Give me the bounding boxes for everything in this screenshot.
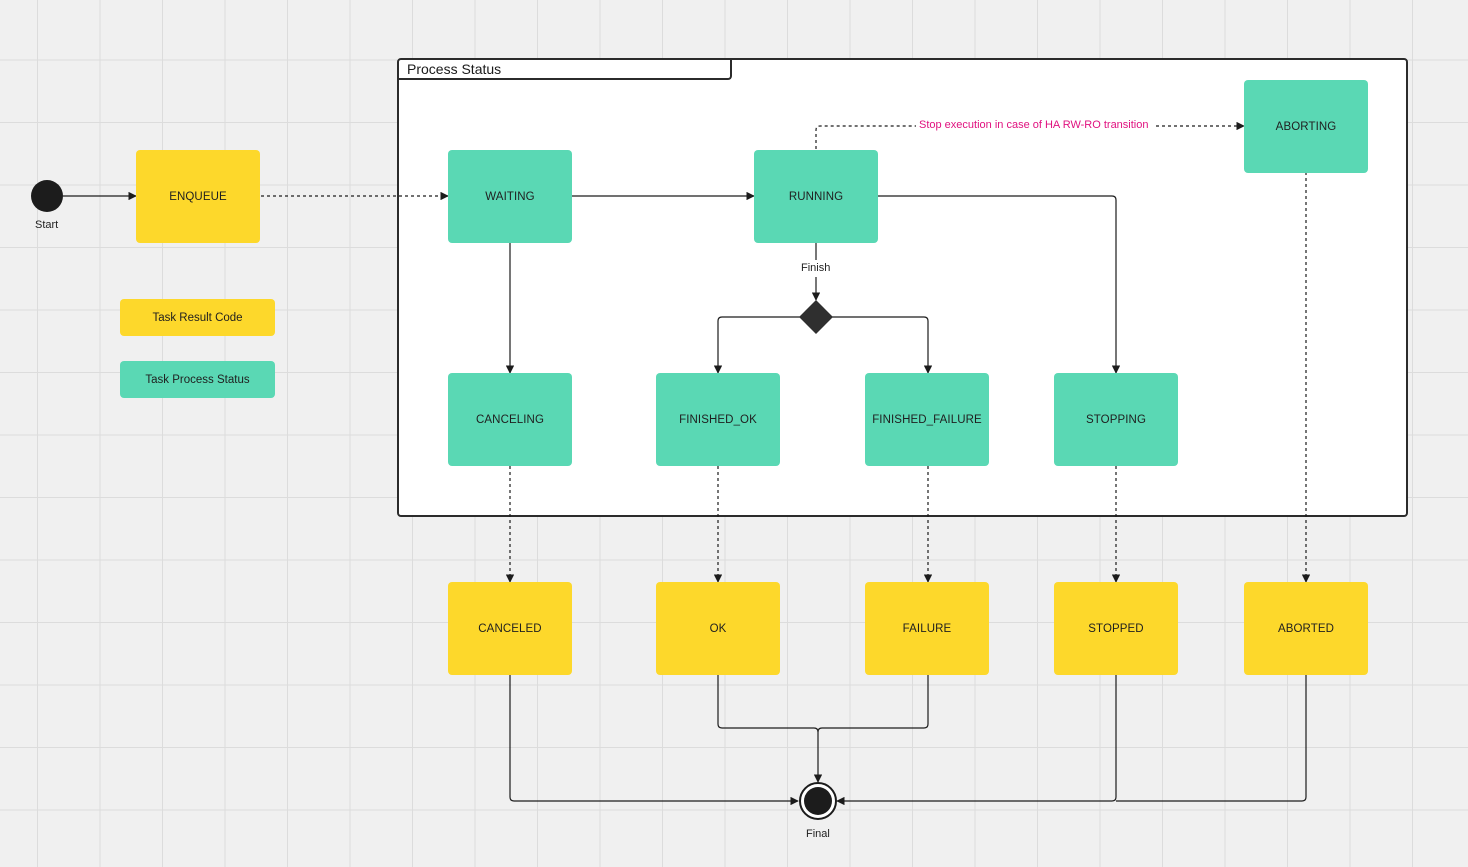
edge-running-stopping bbox=[878, 195, 1121, 374]
edge-ok-final bbox=[717, 675, 823, 783]
edge-decision-finished-ok bbox=[713, 316, 800, 374]
node-failure[interactable]: FAILURE bbox=[865, 582, 989, 675]
node-running[interactable]: RUNNING bbox=[754, 150, 878, 243]
edge-decision-finished-failure bbox=[832, 316, 933, 374]
node-enqueue[interactable]: ENQUEUE bbox=[136, 150, 260, 243]
node-aborted[interactable]: ABORTED bbox=[1244, 582, 1368, 675]
node-canceled[interactable]: CANCELED bbox=[448, 582, 572, 675]
node-canceling[interactable]: CANCELING bbox=[448, 373, 572, 466]
finish-label: Finish bbox=[801, 262, 831, 274]
edge-aborted-final bbox=[1116, 675, 1307, 802]
edge-stopped-final bbox=[836, 675, 1117, 806]
legend-task-result-code[interactable]: Task Result Code bbox=[120, 299, 275, 336]
node-stopped[interactable]: STOPPED bbox=[1054, 582, 1178, 675]
final-label: Final bbox=[806, 828, 830, 840]
frame-title: Process Status bbox=[399, 60, 732, 80]
start-label: Start bbox=[35, 219, 59, 231]
node-aborting[interactable]: ABORTING bbox=[1244, 80, 1368, 173]
legend-task-process-status[interactable]: Task Process Status bbox=[120, 361, 275, 398]
final-node-core bbox=[804, 787, 832, 815]
node-waiting[interactable]: WAITING bbox=[448, 150, 572, 243]
start-node[interactable] bbox=[31, 180, 63, 212]
final-node[interactable] bbox=[799, 782, 837, 820]
edge-running-aborting bbox=[815, 125, 917, 149]
edge-canceled-final bbox=[509, 675, 799, 806]
node-finished-failure[interactable]: FINISHED_FAILURE bbox=[865, 373, 989, 466]
node-finished-ok[interactable]: FINISHED_OK bbox=[656, 373, 780, 466]
transition-note: Stop execution in case of HA RW-RO trans… bbox=[916, 119, 1152, 131]
node-ok[interactable]: OK bbox=[656, 582, 780, 675]
edge-failure-final bbox=[817, 675, 929, 733]
node-stopping[interactable]: STOPPING bbox=[1054, 373, 1178, 466]
